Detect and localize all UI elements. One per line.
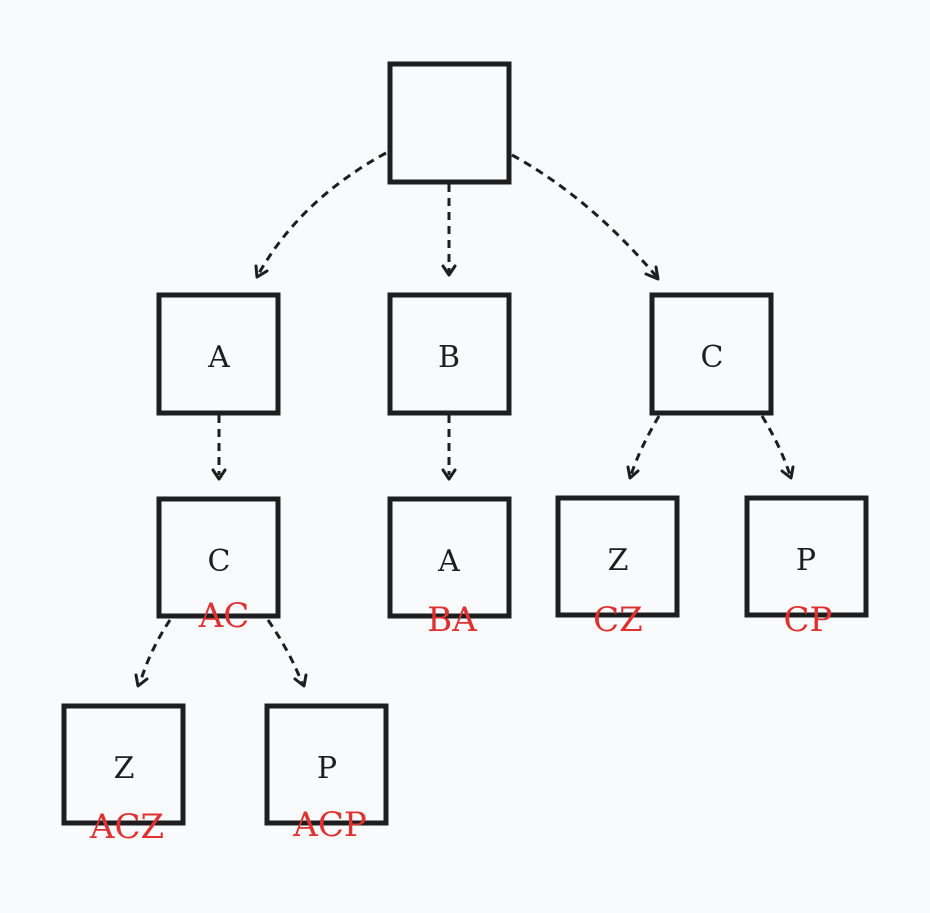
node-box: [555, 495, 680, 618]
path-label: ACP: [292, 805, 366, 845]
node-box: [264, 703, 389, 826]
edge-ac-to-acp: [266, 619, 308, 688]
node-box: [744, 495, 869, 618]
node-label: Z: [114, 751, 135, 786]
node-box: [156, 292, 281, 416]
node-label: Z: [608, 543, 629, 578]
edge-a-to-ac: [211, 415, 227, 481]
node-box: [649, 292, 774, 416]
node-box: [156, 496, 281, 619]
edges: [134, 151, 795, 688]
node-cz: Z CZ: [555, 495, 680, 640]
node-root: [387, 61, 512, 185]
path-label: BA: [427, 600, 477, 640]
node-c: C: [649, 292, 774, 416]
node-label: P: [796, 543, 816, 578]
node-label: C: [701, 340, 724, 375]
edge-root-to-a: [254, 151, 387, 279]
node-acp: P ACP: [264, 703, 389, 845]
node-box: [387, 292, 512, 416]
node-label: A: [437, 544, 460, 579]
node-ac: C AC: [156, 496, 281, 636]
node-cp: P CP: [744, 495, 869, 640]
edge-c-to-cp: [760, 415, 795, 480]
edge-ac-to-acz: [134, 619, 172, 688]
node-box: [387, 496, 512, 619]
node-a: A: [156, 292, 281, 416]
node-label: B: [438, 340, 460, 375]
node-ba: A BA: [387, 496, 512, 640]
path-label: AC: [198, 596, 250, 636]
node-label: C: [208, 544, 231, 579]
edge-c-to-cz: [626, 415, 661, 480]
node-acz: Z ACZ: [61, 703, 186, 847]
path-label: CP: [784, 600, 833, 640]
node-box: [61, 703, 186, 826]
node-label: A: [207, 340, 230, 375]
node-b: B: [387, 292, 512, 416]
edge-b-to-ba: [441, 415, 457, 481]
node-label: P: [317, 751, 337, 786]
node-box: [387, 61, 512, 185]
path-label: ACZ: [89, 807, 164, 847]
edge-root-to-c: [511, 153, 660, 281]
path-label: CZ: [593, 600, 643, 640]
edge-root-to-b: [441, 184, 457, 277]
